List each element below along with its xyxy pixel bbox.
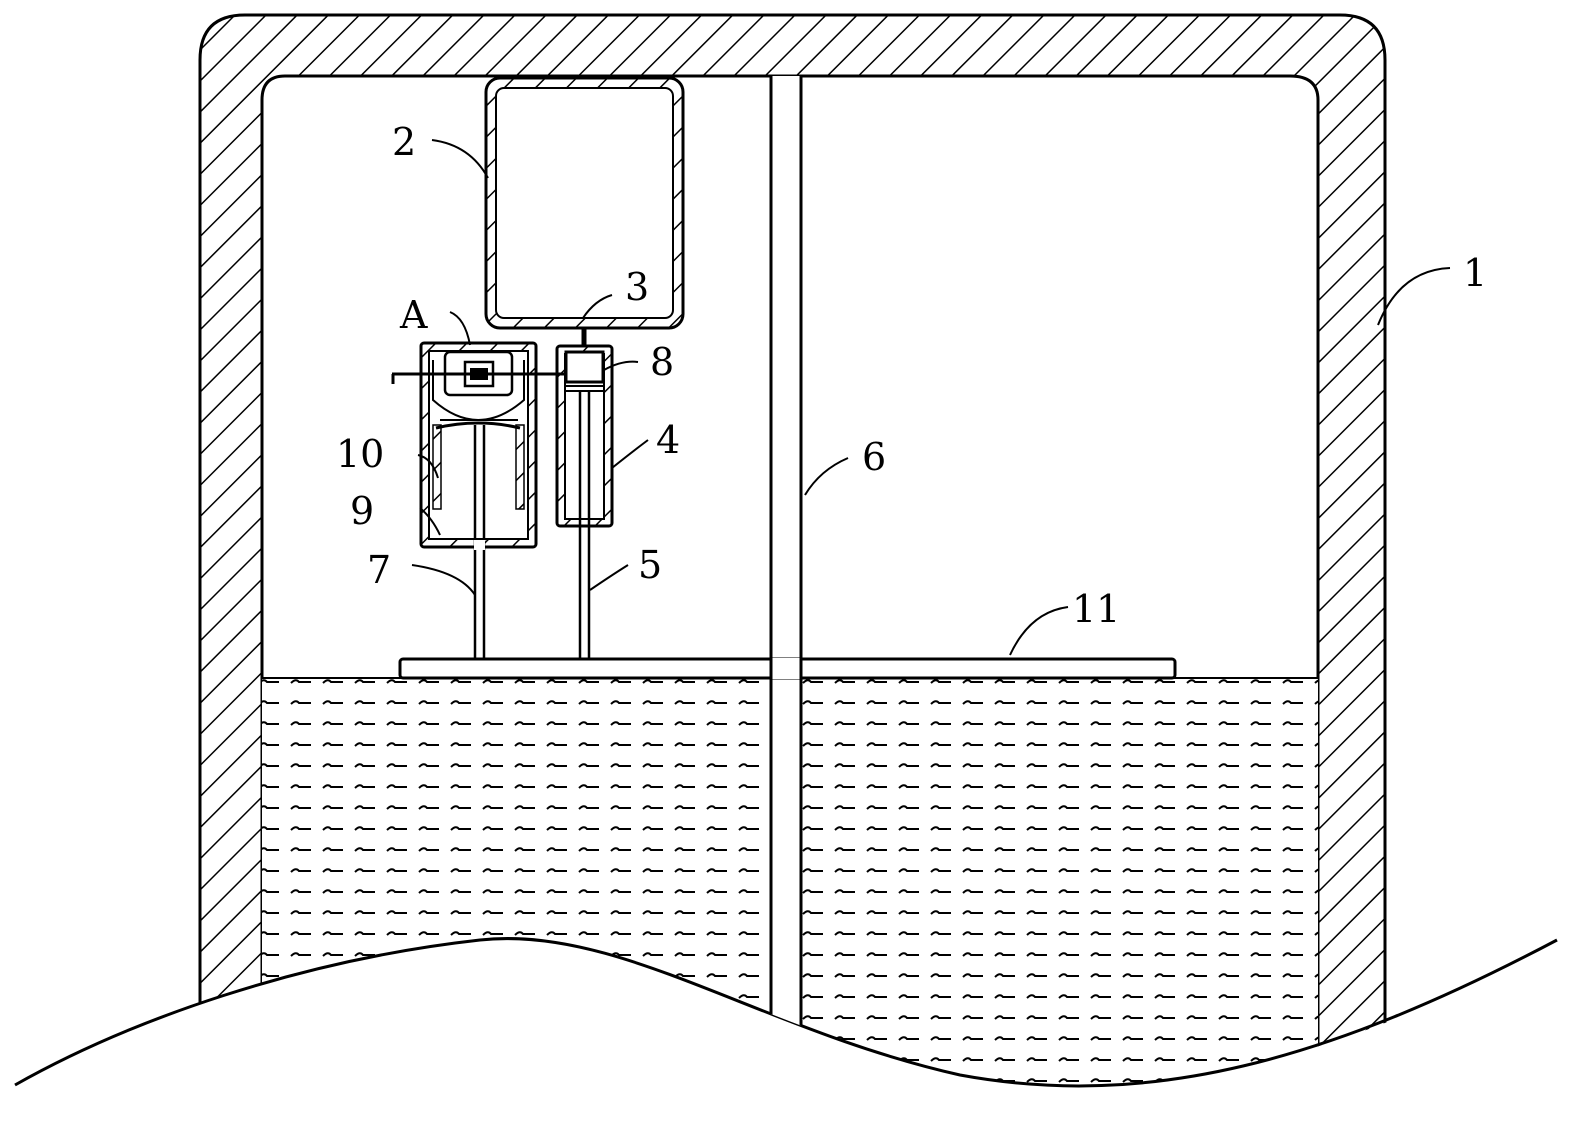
label-pipe: 3	[625, 265, 649, 309]
leader-lines	[411, 139, 1451, 656]
ground-line	[14, 937, 1558, 1088]
cylinder	[555, 344, 614, 659]
tank-box	[484, 76, 685, 330]
label-rod-7: 7	[367, 548, 391, 592]
central-shaft	[769, 76, 803, 1076]
label-detail-a: A	[399, 293, 428, 337]
label-cylinder: 4	[656, 418, 680, 462]
housing-wall	[198, 13, 1387, 1086]
label-piston: 8	[650, 340, 674, 384]
float-chamber	[391, 341, 566, 659]
label-chamber: 10	[336, 432, 384, 476]
label-box: 2	[392, 120, 416, 164]
label-rod-5: 5	[638, 543, 662, 587]
label-float-plate: 11	[1072, 587, 1120, 631]
label-shaft: 6	[862, 435, 886, 479]
label-housing: 1	[1463, 251, 1487, 295]
piston	[564, 350, 605, 384]
label-sleeve: 9	[350, 489, 374, 533]
